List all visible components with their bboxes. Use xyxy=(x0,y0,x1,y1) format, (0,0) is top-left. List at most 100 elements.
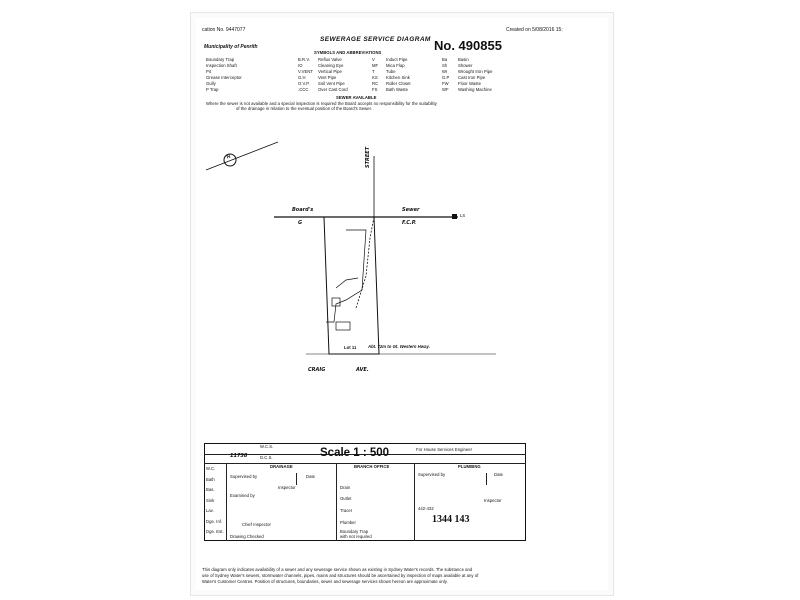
house-outline xyxy=(326,229,367,323)
col3-3: Kitchen Sink xyxy=(386,75,410,80)
col2-3: Vent Pipe xyxy=(318,75,337,80)
col3_abbr-4: RC xyxy=(372,81,379,86)
north-circle xyxy=(223,153,237,167)
col4-3: Cast Iron Pipe xyxy=(458,75,486,80)
col3-5: Bath Waste xyxy=(386,87,408,92)
fixture-row-label: Dge. Est. xyxy=(206,529,224,534)
not-required-field: with not required xyxy=(340,534,372,539)
field-wcs: W.C.S. xyxy=(260,444,274,449)
col3-1: Mica Flap xyxy=(386,63,405,68)
fixture-row-label: Bas. xyxy=(206,487,215,492)
col2-4: Soil Vent Pipe xyxy=(318,81,345,86)
outlet-field: Outlet xyxy=(340,496,352,501)
fixture-row-label: Dge. Inf. xyxy=(206,518,223,524)
g-label: G xyxy=(298,220,303,226)
garage xyxy=(335,321,351,331)
col3-0: Induct Pipe xyxy=(386,57,408,62)
street-label: STREET xyxy=(365,146,371,168)
sewer-manhole xyxy=(452,214,457,219)
field-dcs: D.C.S. xyxy=(260,455,273,460)
col2_abbr-1: IO xyxy=(298,63,303,68)
chief-inspector: Chief Inspector xyxy=(242,522,271,527)
office-stamp: 1344 143 xyxy=(432,514,470,525)
drain-field: Drain xyxy=(340,485,351,490)
table-col-rule-1 xyxy=(226,463,227,541)
col4-4: Floor Waste xyxy=(458,81,481,86)
drain-line xyxy=(355,216,375,309)
col1-2: Pit xyxy=(206,69,212,74)
examined-by: Examined by xyxy=(230,493,255,498)
lot-label: Lot 11 xyxy=(344,345,357,350)
plumbing-inspector: Inspector xyxy=(484,498,502,503)
sewer-note-line-1: Where the sewer is not available and a s… xyxy=(206,101,437,106)
footer-line-2: use of Sydney Water's sewers, stormwater… xyxy=(202,573,479,578)
col3_abbr-0: V xyxy=(372,57,375,62)
col3-2: Tube xyxy=(386,69,396,74)
diagram-page: cation No. 9447077 Created on 5/08/2016 … xyxy=(196,18,608,590)
house-wall xyxy=(335,277,359,289)
col3_abbr-1: MF xyxy=(372,63,379,68)
fixture-row-label: W.C. xyxy=(206,466,216,471)
boards-label: Board's xyxy=(292,207,314,213)
site-plan-drawing xyxy=(205,141,496,355)
col2_abbr-5: .CCC xyxy=(298,87,309,92)
scale-label: Scale 1 : 500 xyxy=(320,447,390,459)
col4-0: Basin xyxy=(458,57,469,62)
municipality: Municipality of Penrith xyxy=(204,44,258,50)
table-rule-1 xyxy=(204,454,526,455)
col3-4: Roller Closet xyxy=(386,81,411,86)
sewer-available-heading: SEWER AVAILABLE xyxy=(336,95,377,100)
col4-2: Wrought Iron Pipe xyxy=(458,69,493,74)
fcp-label: F.C.P. xyxy=(402,220,417,226)
col2_abbr-3: G.H xyxy=(298,75,306,80)
col4_abbr-0: Ba xyxy=(442,57,448,62)
sheet-value: 11738 xyxy=(230,453,248,459)
col1-5: P Trap xyxy=(206,87,219,92)
fixture-row-label: Lav. xyxy=(206,508,214,513)
col3_abbr-2: T xyxy=(372,69,375,74)
boundary-trap-field: Boundary Trap xyxy=(340,529,369,534)
street-name: CRAIG xyxy=(308,367,326,373)
street-suffix: AVE. xyxy=(356,367,369,373)
col4_abbr-1: Sh xyxy=(442,63,448,68)
col1-0: Boundary Trap xyxy=(206,57,235,62)
col1-3: Grease Interceptor xyxy=(206,75,242,80)
form-table xyxy=(204,443,526,541)
footer-line-1: This diagram only indicates availability… xyxy=(202,567,473,572)
table-rule-2 xyxy=(204,463,526,464)
col2_abbr-2: V.VENT xyxy=(298,69,314,74)
ls-label: LS xyxy=(460,213,466,218)
col2-0: Reflux Valve xyxy=(318,57,342,62)
plumbing-supervised: Supervised by xyxy=(418,472,446,477)
col4_abbr-2: WI xyxy=(442,69,448,74)
drainage-inspector: Inspector xyxy=(278,485,296,490)
application-number: cation No. 9447077 xyxy=(202,27,246,33)
diagram-number: No. 490855 xyxy=(434,38,502,53)
table-col-rule-3 xyxy=(414,463,415,541)
drawing-checked: Drawing Checked xyxy=(230,534,264,539)
table-col-rule-2 xyxy=(336,463,337,541)
col3_abbr-3: KS xyxy=(372,75,378,80)
fixture-row-label: Bath xyxy=(206,476,215,482)
col1-1: Inspection Shaft xyxy=(206,63,237,68)
table-col-rule-5 xyxy=(486,473,487,485)
col2-1: Cleaning Eye xyxy=(318,63,344,68)
house-room xyxy=(331,297,341,307)
distance-label: Abt. 72m to Gt. Western Hway. xyxy=(368,344,430,349)
tracer-field: Tracer xyxy=(340,508,353,513)
fixture-row-label: Sink xyxy=(206,497,215,503)
plumber-field: Plumber xyxy=(340,520,356,525)
col2-5: Over Cast Cord xyxy=(318,87,348,92)
col3_abbr-5: FS xyxy=(372,87,378,92)
north-line xyxy=(205,141,279,171)
sewer-note-line-2: of the drainage in relation to the event… xyxy=(236,106,373,111)
col4-5: Washing Machine xyxy=(458,87,492,92)
col2_abbr-4: O.V.P. xyxy=(298,81,310,86)
table-col-rule-4 xyxy=(296,473,297,485)
col1-4: Gully xyxy=(206,81,216,86)
symbols-heading: SYMBOLS AND ABBREVIATIONS xyxy=(314,50,382,55)
drainage-supervised: Supervised by xyxy=(230,474,258,479)
diagram-title: SEWERAGE SERVICE DIAGRAM xyxy=(320,36,431,43)
drainage-heading: DRAINAGE xyxy=(270,464,293,469)
sewer-label: Sewer xyxy=(402,207,420,213)
